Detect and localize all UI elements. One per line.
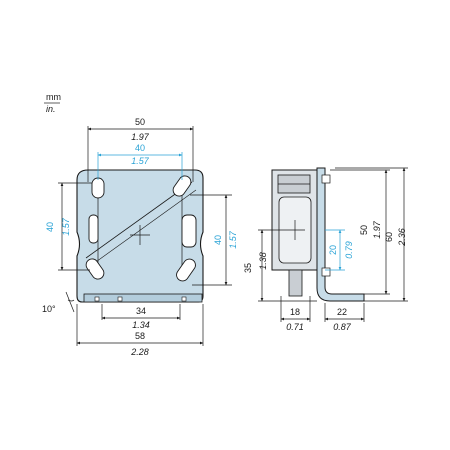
lip-hole-3 — [181, 296, 187, 302]
bracket-diagonal-2 — [92, 189, 197, 265]
dim-top-inner-mm: 40 — [135, 143, 145, 153]
dim-left-mm: 40 — [45, 222, 55, 232]
front-view — [76, 169, 204, 303]
dim-right-in: 1.57 — [228, 230, 238, 249]
unit-mm: mm — [46, 92, 61, 102]
slot-bottom-left — [85, 258, 105, 280]
dim-side-35-in: 1.38 — [258, 252, 268, 270]
dim-side-18-mm: 18 — [290, 307, 300, 317]
dim-right-mm: 40 — [213, 235, 223, 245]
slot-top-right — [172, 175, 192, 197]
dim-side-35-mm: 35 — [243, 263, 253, 273]
dim-side-20-mm: 20 — [328, 245, 338, 255]
bracket-diagonal — [85, 181, 193, 259]
dim-left-in: 1.57 — [61, 217, 71, 236]
side-screw-top — [321, 174, 331, 184]
bracket-lip — [83, 293, 203, 303]
dim-top-inner-in: 1.57 — [131, 156, 150, 166]
slot-top-left — [91, 177, 105, 199]
slot-bottom-right — [176, 258, 196, 282]
dim-side-22-in: 0.87 — [333, 322, 352, 332]
dim-side-22-mm: 22 — [337, 307, 347, 317]
dim-bottom-inner-mm: 34 — [136, 306, 146, 316]
sensor-connector — [288, 269, 303, 297]
side-dimensions: 35 1.38 20 0.79 50 1.97 60 2.36 18 0.71 … — [243, 167, 408, 332]
angle-arc — [67, 299, 75, 302]
dim-side-18-in: 0.71 — [286, 322, 304, 332]
dim-top-outer-in: 1.97 — [131, 132, 150, 142]
dim-bottom-outer-in: 2.28 — [130, 347, 149, 357]
dim-side-60-in: 2.36 — [397, 228, 407, 247]
dim-side-60-mm: 60 — [384, 232, 394, 242]
dim-side-20-in: 0.79 — [344, 241, 354, 259]
slot-mid-right — [181, 214, 197, 248]
units-legend: mm in. — [44, 92, 61, 114]
angle-line — [65, 291, 75, 313]
side-bracket — [316, 167, 365, 302]
slot-mid-left — [88, 214, 99, 244]
dim-bottom-inner-in: 1.34 — [132, 320, 150, 330]
lip-hole-2 — [117, 296, 123, 302]
unit-in: in. — [46, 104, 56, 114]
dim-side-50-in: 1.97 — [372, 220, 382, 239]
dim-bottom-outer-mm: 58 — [135, 331, 145, 341]
side-view — [271, 167, 365, 302]
front-dimensions: 50 1.97 40 1.57 40 1.57 40 1.57 10° 34 1… — [42, 117, 238, 357]
dim-top-outer-mm: 50 — [135, 117, 145, 127]
side-screw-bottom — [321, 267, 331, 277]
lip-hole-1 — [94, 296, 100, 302]
dim-side-50-mm: 50 — [359, 225, 369, 235]
dim-angle: 10° — [42, 304, 56, 314]
